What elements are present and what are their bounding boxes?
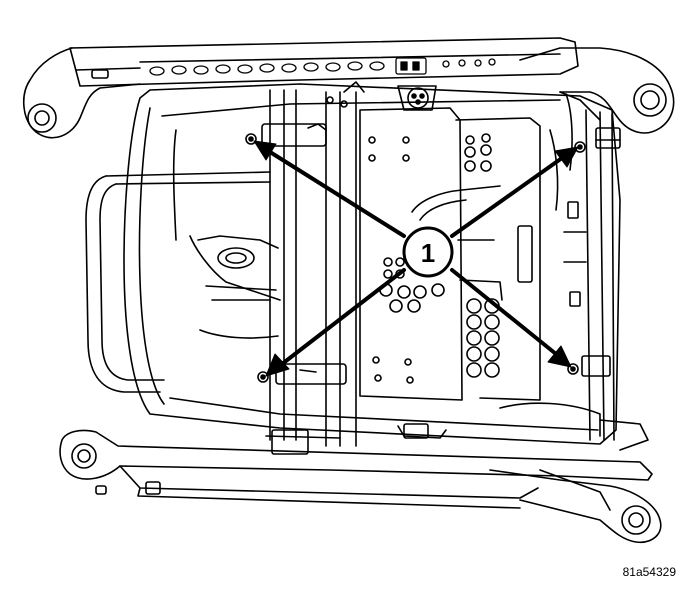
bolt-bottom-left: [257, 371, 269, 383]
seat-pan-body: [123, 83, 621, 445]
top-left-pivot-arm: [23, 47, 141, 139]
arrow-to-top-right-bolt: [450, 156, 564, 238]
bolt-bottom-right: [567, 363, 579, 375]
arrowhead-bottom-left: [265, 353, 290, 377]
arrow-to-bottom-right-bolt: [450, 268, 558, 356]
callout-bubble: 1: [402, 226, 454, 278]
left-frame-tube: [85, 171, 271, 393]
right-track-rails: [397, 93, 649, 451]
callout-arrows: [253, 140, 579, 377]
bottom-rail: [59, 429, 662, 544]
center-plate: [359, 85, 463, 401]
left-track-rails: [261, 81, 365, 455]
arrowhead-top-right: [554, 146, 579, 168]
figure-id: 81a54329: [623, 565, 677, 579]
top-right-pivot-arm: [519, 47, 675, 134]
right-plate: [411, 117, 541, 401]
bolt-top-left: [245, 133, 257, 145]
crossbar-slot-holes: [149, 57, 496, 76]
arrow-to-bottom-left-bolt: [280, 268, 406, 366]
top-crossbar: [69, 37, 579, 87]
arrowhead-bottom-right: [547, 345, 572, 368]
callout-number: 1: [421, 238, 435, 268]
arrow-to-top-left-bolt: [268, 150, 406, 238]
arrowhead-top-left: [253, 140, 277, 161]
